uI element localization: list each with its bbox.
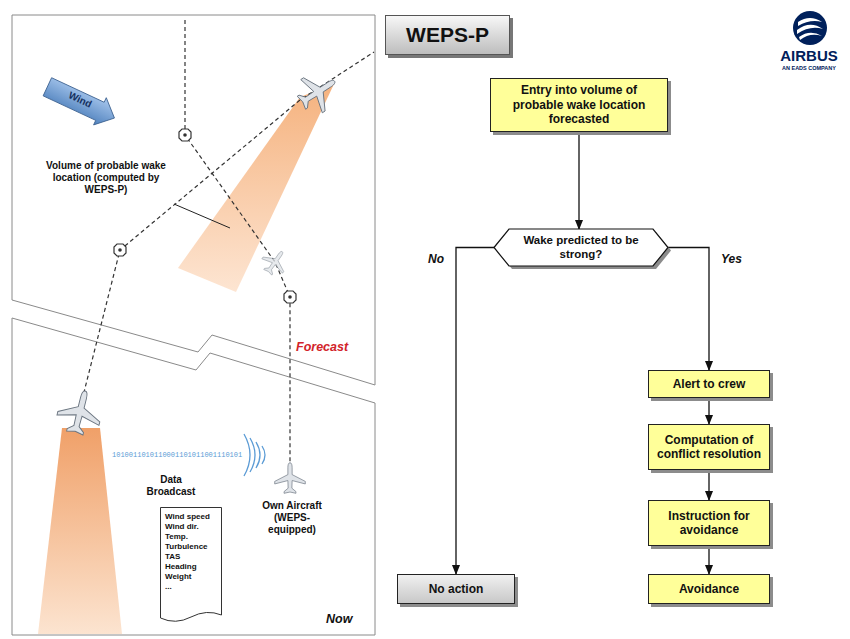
flow-connector [708, 470, 709, 500]
node-text: Alert to crew [673, 377, 746, 391]
flow-connector [578, 132, 579, 229]
logo-wordmark: AIRBUS [774, 47, 844, 65]
logo-tagline: AN EADS COMPANY [774, 65, 844, 72]
volume-label: Volume of probable wake location (comput… [36, 160, 176, 196]
data-item: Temp. [165, 532, 188, 542]
data-item: TAS [165, 552, 180, 562]
binary-data: 1010011010110001101011001110101 [112, 451, 244, 459]
edge-label: Yes [719, 252, 744, 266]
process-box: Computation of conflict resolution [648, 424, 770, 470]
flow-connector [668, 248, 709, 371]
data-item: Wind speed [165, 512, 210, 522]
node-text: No action [429, 582, 484, 596]
end-box: No action [397, 574, 515, 604]
waypoint-symbol [284, 291, 296, 303]
broadcast-waves [244, 434, 265, 476]
traffic-track [82, 52, 374, 400]
hexagon-shape [494, 229, 668, 266]
own-aircraft [275, 463, 306, 494]
data-item: Turbulence [165, 542, 208, 552]
waypoint-symbol [114, 244, 126, 256]
flow-connector [708, 546, 709, 574]
process-box: Entry into volume of probable wake locat… [490, 78, 668, 132]
title-box: WEPS-P [385, 15, 510, 55]
panel-label: Now [326, 612, 370, 627]
own-aircraft-forecast [257, 244, 292, 279]
panel-label: Forecast [296, 340, 358, 355]
data-item: Weight [165, 572, 192, 582]
leader-line [174, 204, 230, 228]
edge-label: No [426, 252, 446, 266]
own-track [185, 20, 290, 462]
airbus-logo [793, 11, 827, 45]
process-box: Instruction for avoidance [648, 500, 770, 546]
own-aircraft-label: Own Aircraft (WEPS-equipped) [256, 500, 328, 536]
wind-arrow [41, 73, 121, 131]
traffic-aircraft-forecast [291, 65, 346, 120]
now-panel [12, 318, 375, 635]
node-text: Computation of conflict resolution [655, 433, 763, 462]
data-item: ... [165, 582, 172, 592]
waypoint-symbol [179, 129, 191, 141]
data-item: Heading [165, 562, 197, 572]
node-text: Avoidance [679, 582, 739, 596]
broadcast-label: Data Broadcast [138, 474, 204, 498]
flow-connector [456, 248, 494, 575]
node-text: Wake predicted to be strong? [514, 234, 648, 260]
node-text: Entry into volume of probable wake locat… [497, 83, 661, 126]
forecast-panel [12, 15, 375, 385]
flow-connector [708, 398, 709, 424]
data-sheet: Wind speedWind dir.Temp.TurbulenceTASHea… [160, 507, 222, 623]
decision-hexagon: Wake predicted to be strong? [494, 229, 668, 266]
data-item: Wind dir. [165, 522, 199, 532]
process-box: Alert to crew [648, 370, 770, 398]
wake-volume [178, 84, 334, 292]
node-text: Instruction for avoidance [655, 509, 763, 538]
process-box: Avoidance [648, 574, 770, 604]
document-shape [161, 508, 222, 622]
wake-trail [38, 428, 122, 634]
traffic-aircraft [54, 386, 106, 438]
